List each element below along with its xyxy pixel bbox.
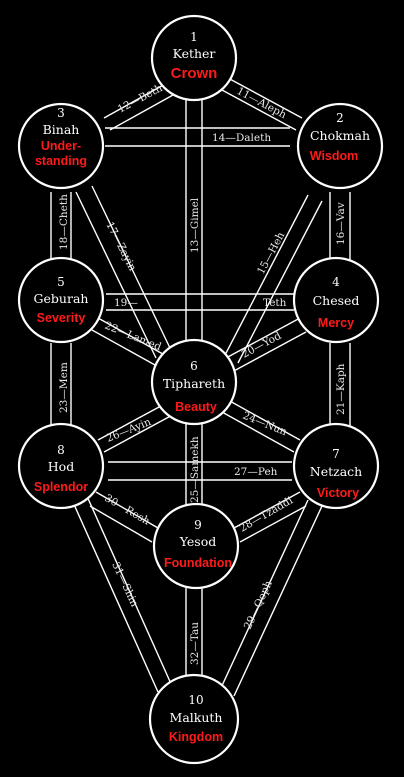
sephirah-malkuth: 10 Malkuth Kingdom (148, 673, 240, 765)
yesod-name: Yesod (179, 534, 217, 549)
chokmah-number: 2 (336, 111, 344, 125)
chokmah-name: Chokmah (310, 128, 370, 143)
malkuth-number: 10 (188, 693, 203, 707)
kether-meaning: Crown (171, 65, 218, 82)
sephirah-netzach: 7 Netzach Victory (292, 422, 380, 510)
path-27: 27—Peh (108, 461, 292, 481)
sephirah-binah: 3 Binah Under- standing (17, 102, 105, 190)
chesed-meaning: Mercy (318, 316, 354, 330)
sephiroth: 1 Kether Crown 3 Binah Under- standing 2… (17, 14, 384, 765)
path-23: 23—Mem (50, 343, 72, 428)
tiphareth-number: 6 (190, 359, 198, 373)
kether-number: 1 (190, 30, 198, 44)
path-19-label-right: Teth (263, 297, 287, 309)
chokmah-meaning: Wisdom (310, 149, 359, 163)
geburah-number: 5 (57, 275, 65, 289)
path-32: 32—Tau (185, 580, 203, 680)
path-25-label: 25—Samekh (189, 436, 201, 503)
netzach-name: Netzach (310, 464, 362, 479)
chesed-name: Chesed (313, 293, 360, 308)
path-11-label: 11—Aleph (235, 85, 289, 121)
malkuth-name: Malkuth (170, 710, 223, 725)
path-32-label: 32—Tau (189, 622, 201, 665)
path-20: 20—Yod (225, 317, 307, 373)
tiphareth-meaning: Beauty (175, 400, 217, 414)
path-30-label: 30—Resh (103, 492, 153, 528)
path-18-label: 18—Cheth (58, 194, 70, 250)
hod-name: Hod (48, 459, 74, 474)
path-31: 31—Shin (71, 493, 173, 693)
geburah-meaning: Severity (37, 311, 86, 325)
tiphareth-name: Tiphareth (163, 376, 225, 391)
path-28: 28—Tzaddi (233, 491, 307, 543)
path-25: 25—Samekh (185, 412, 203, 505)
path-31-label: 31—Shin (109, 560, 140, 609)
hod-meaning: Splendor (34, 480, 88, 494)
path-17-label: 17—Zayin (103, 220, 138, 273)
hod-number: 8 (57, 443, 65, 457)
path-24-label: 24—Nun (241, 410, 289, 439)
netzach-meaning: Victory (317, 486, 359, 500)
yesod-number: 9 (194, 518, 202, 532)
binah-number: 3 (57, 106, 65, 120)
path-28-label: 28—Tzaddi (238, 494, 296, 534)
path-14: 14—Daleth (105, 127, 290, 147)
path-19-label-left: 19— (114, 297, 138, 309)
path-16-label: 16—Vav (335, 202, 347, 245)
path-26-label: 26—Ayin (105, 416, 153, 445)
path-22-label: 22—Lamed (103, 320, 163, 354)
geburah-name: Geburah (34, 291, 89, 306)
path-21: 21—Kaph (329, 343, 351, 428)
sephirah-chesed: 4 Chesed Mercy (292, 256, 380, 344)
binah-meaning-line1: Under- (41, 139, 81, 153)
malkuth-meaning: Kingdom (169, 730, 223, 744)
path-24: 24—Nun (221, 399, 301, 453)
path-13: 13—Gimel (185, 96, 203, 343)
path-19: 19— Teth (106, 293, 294, 311)
sephirah-yesod: 9 Yesod Foundation (152, 502, 240, 590)
path-14-label: 14—Daleth (212, 132, 271, 144)
sephirah-chokmah: 2 Chokmah Wisdom (296, 102, 384, 190)
chesed-number: 4 (332, 275, 340, 289)
path-11: 11—Aleph (221, 77, 303, 131)
path-29-label: 29—Qoph (242, 579, 275, 632)
path-16: 16—Vav (329, 192, 351, 262)
path-23-label: 23—Mem (58, 362, 70, 413)
netzach-number: 7 (332, 447, 340, 461)
yesod-meaning: Foundation (164, 556, 232, 570)
path-27-label: 27—Peh (234, 466, 278, 478)
binah-name: Binah (43, 122, 80, 137)
path-13-label: 13—Gimel (189, 197, 201, 253)
path-21-label: 21—Kaph (335, 363, 347, 415)
path-30: 30—Resh (89, 491, 159, 543)
kether-name: Kether (173, 46, 216, 61)
path-18: 18—Cheth (50, 192, 72, 262)
binah-meaning-line2: standing (35, 154, 87, 168)
path-12-label: 12—Beth (116, 82, 165, 116)
sephirah-geburah: 5 Geburah Severity (17, 256, 105, 344)
sephirah-kether: 1 Kether Crown (150, 14, 238, 102)
sephirah-hod: 8 Hod Splendor (17, 422, 105, 510)
path-15-label: 15—Heh (255, 230, 287, 276)
sephirah-tiphareth: 6 Tiphareth Beauty (150, 338, 238, 426)
